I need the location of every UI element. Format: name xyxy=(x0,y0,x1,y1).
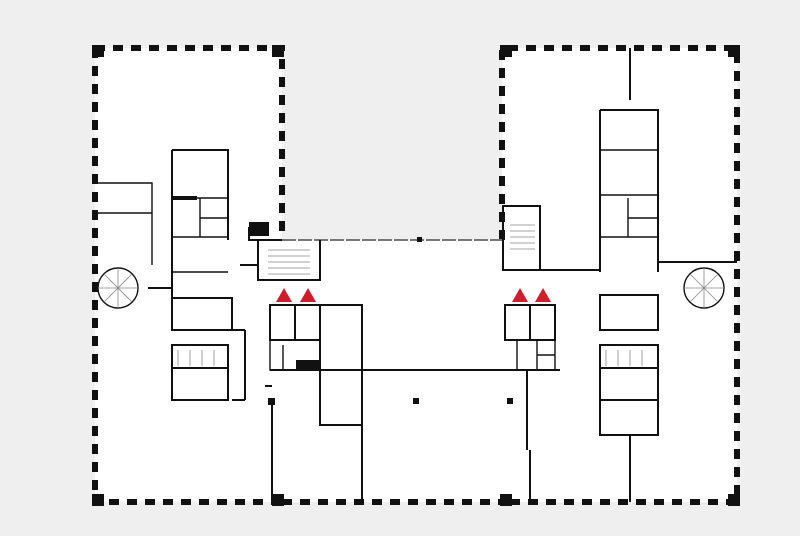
center-rooms xyxy=(319,304,528,502)
left-wing-rooms xyxy=(95,149,560,502)
elevator-marker-icon xyxy=(276,288,292,302)
right-wing-rooms xyxy=(502,48,737,502)
elevator-marker-icon xyxy=(512,288,528,302)
spiral-stair-left xyxy=(97,267,139,309)
spiral-stair-right xyxy=(683,267,725,309)
elevator-marker-icon xyxy=(300,288,316,302)
elevator-marker-icon xyxy=(535,288,551,302)
elevator-markers xyxy=(276,288,551,302)
corner-blocks xyxy=(92,45,740,506)
courtyard-facade xyxy=(282,237,502,242)
floor-area xyxy=(95,48,737,502)
